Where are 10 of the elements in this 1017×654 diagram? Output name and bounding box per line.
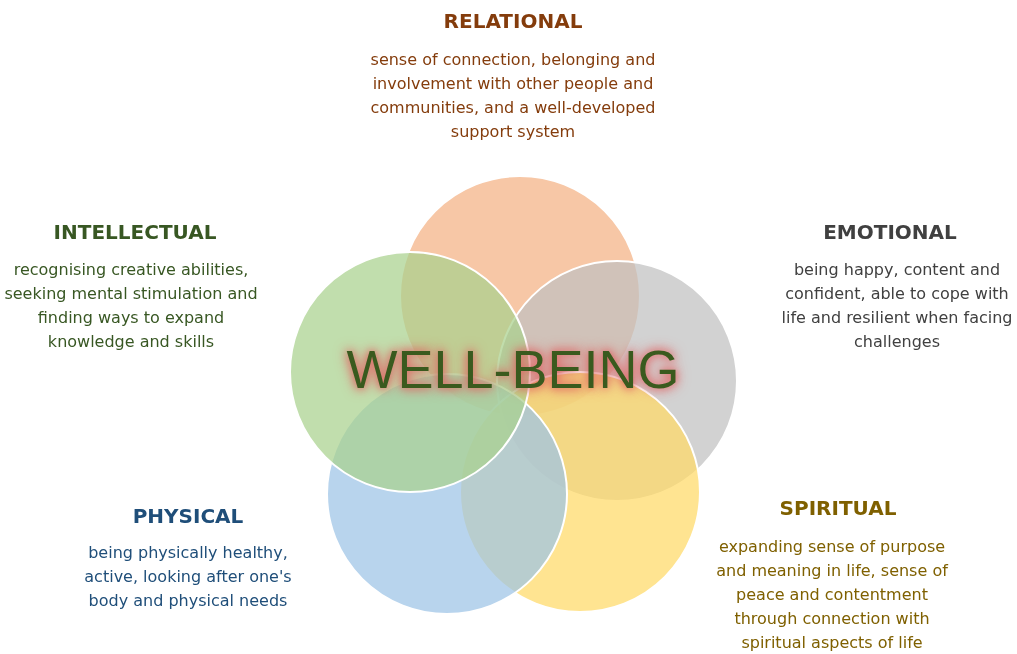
heading: SPIRITUAL: [779, 496, 897, 520]
heading: INTELLECTUAL: [53, 220, 217, 244]
description: being physically healthy, active, looking after one's body and physical needs: [83, 542, 293, 612]
description: expanding sense of purpose and meaning in life, sense of peace and contentment through connection with spiritual aspects of life: [715, 536, 950, 654]
heading: PHYSICAL: [132, 504, 244, 528]
heading: RELATIONAL: [443, 9, 583, 33]
description: being happy, content and confident, able to cope with life and resilient when facing challenges: [780, 259, 1014, 353]
heading: EMOTIONAL: [823, 220, 957, 244]
description: recognising creative abilities, seeking mental stimulation and finding ways to expand knowledge and skills: [3, 259, 259, 353]
description: sense of connection, belonging and involvement with other people and communities, and a well-developed support system: [369, 49, 657, 143]
